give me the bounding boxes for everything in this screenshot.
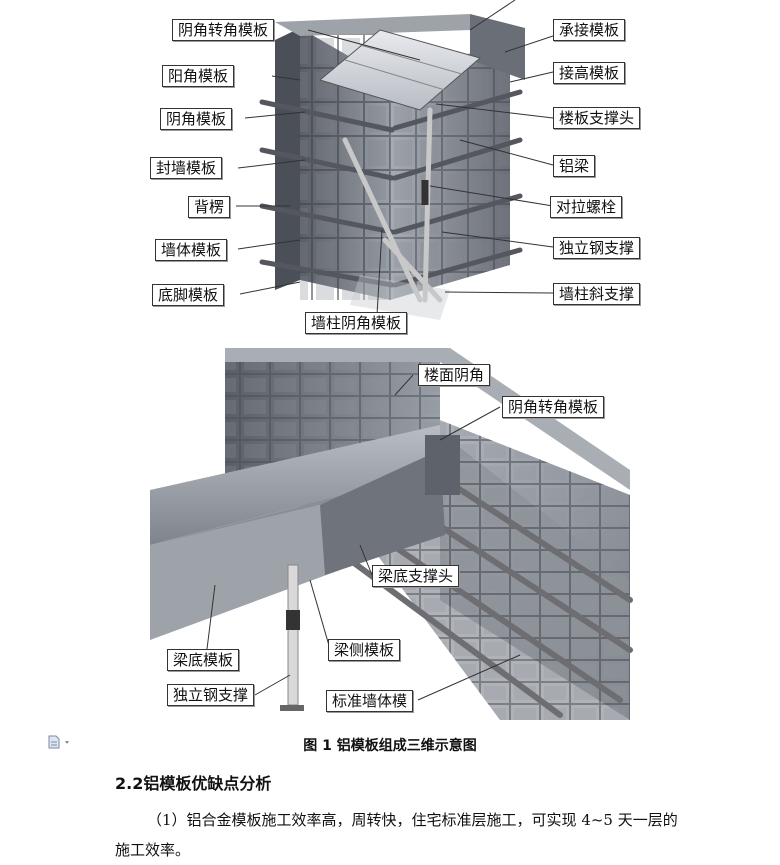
label-qiangzhu-yinjiao: 墙柱阴角模板 bbox=[305, 312, 408, 334]
label-liangce: 梁侧模板 bbox=[328, 639, 401, 661]
label-yinjiao: 阴角模板 bbox=[160, 108, 233, 130]
label-biaozhun-qiangti: 标准墙体模 bbox=[326, 690, 414, 712]
bottom-leader-lines bbox=[206, 374, 521, 701]
label-yinjiao-zhuanjiao-top: 阴角转角模板 bbox=[172, 19, 275, 41]
label-qiangti: 墙体模板 bbox=[155, 239, 228, 261]
body-paragraph: （1）铝合金模板施工效率高，周转快，住宅标准层施工，可实现 4~5 天一层的施工… bbox=[115, 811, 678, 859]
label-beileng: 背楞 bbox=[188, 196, 231, 218]
label-duila-luoshuan: 对拉螺栓 bbox=[550, 196, 623, 218]
label-liangdi-zhichengtou: 梁底支撑头 bbox=[372, 565, 460, 587]
label-loumian-yinjiao: 楼面阴角 bbox=[418, 364, 491, 386]
label-yangjiao: 阳角模板 bbox=[162, 65, 235, 87]
label-dijiao: 底脚模板 bbox=[152, 284, 225, 306]
figure-caption: 图 1 铝模板组成三维示意图 bbox=[303, 738, 477, 754]
label-chengjie: 承接模板 bbox=[553, 19, 626, 41]
label-jiegao: 接高模板 bbox=[553, 62, 626, 84]
figure-illustration bbox=[150, 0, 633, 720]
label-yinjiao-zhuanjiao-bottom: 阴角转角模板 bbox=[502, 396, 605, 418]
label-liangdi: 梁底模板 bbox=[167, 649, 240, 671]
label-qiangzhu-xiezhicheng: 墙柱斜支撑 bbox=[553, 283, 641, 305]
bottom-formwork-drawing bbox=[150, 348, 633, 720]
top-formwork-drawing bbox=[259, 14, 525, 320]
document-icon[interactable] bbox=[48, 735, 76, 749]
label-duli-gangzhicheng-bottom: 独立钢支撑 bbox=[167, 684, 255, 706]
label-louban-zhichengtou: 楼板支撑头 bbox=[553, 107, 641, 129]
label-lvliang: 铝梁 bbox=[553, 155, 596, 177]
label-duli-gangzhicheng-top: 独立钢支撑 bbox=[553, 237, 641, 259]
section-title: 2.2铝模板优缺点分析 bbox=[115, 774, 272, 793]
label-fengqiang: 封墙模板 bbox=[150, 157, 223, 179]
top-leader-lines bbox=[236, 0, 554, 316]
